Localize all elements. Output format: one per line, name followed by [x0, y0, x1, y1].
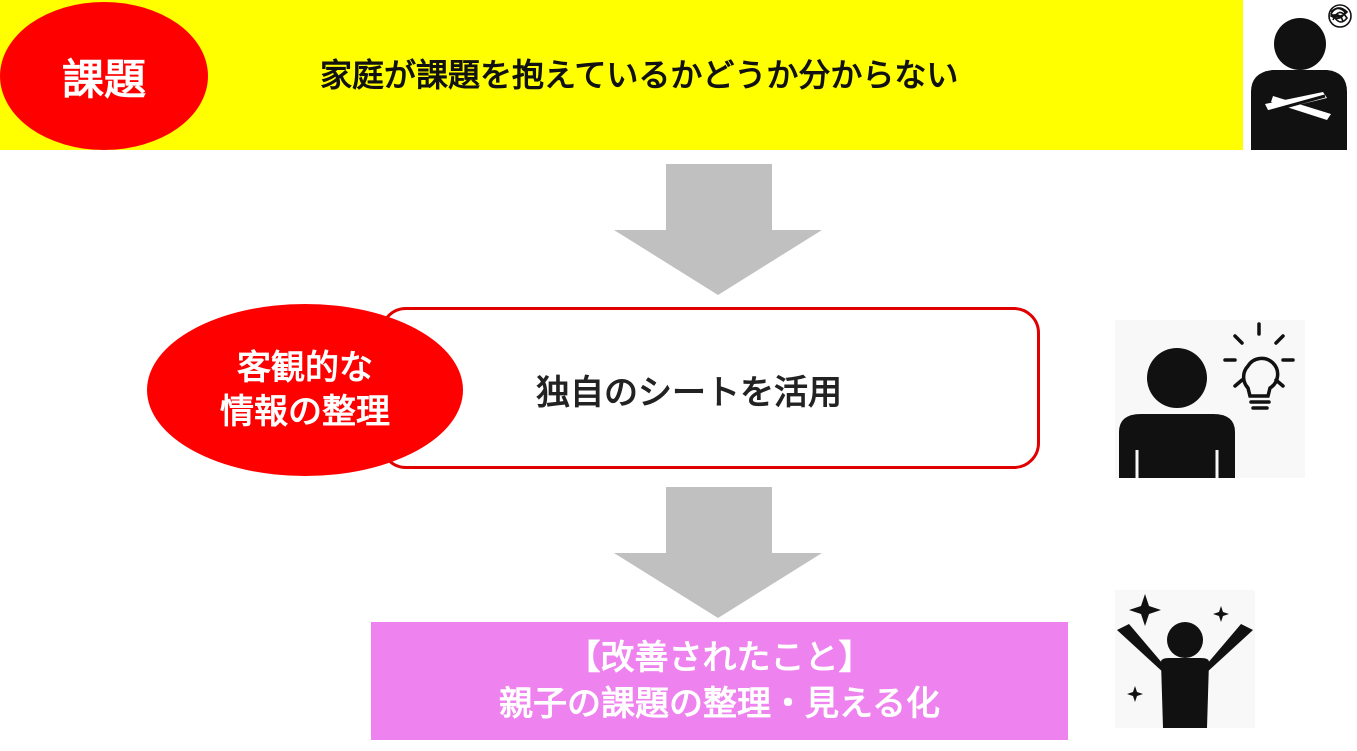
- person-arms-crossed-confused-icon: [1243, 0, 1357, 152]
- result-box: 【改善されたこと】 親子の課題の整理・見える化: [371, 622, 1068, 740]
- method-text: 独自のシートを活用: [536, 373, 842, 413]
- method-label-line1: 客観的な: [237, 348, 373, 388]
- problem-label-oval: 課題: [0, 2, 208, 150]
- down-arrow-2: [614, 487, 822, 618]
- method-label-oval: 客観的な 情報の整理: [147, 304, 463, 476]
- problem-text: 家庭が課題を抱えているかどうか分からない: [320, 56, 959, 94]
- result-line1: 【改善されたこと】: [566, 638, 873, 678]
- result-line2: 親子の課題の整理・見える化: [499, 684, 940, 724]
- method-label-line2: 情報の整理: [220, 392, 390, 432]
- person-arms-raised-sparkles-icon: [1115, 590, 1255, 728]
- person-lightbulb-idea-icon: [1115, 320, 1305, 478]
- method-box: [380, 307, 1040, 469]
- down-arrow-1: [614, 164, 822, 295]
